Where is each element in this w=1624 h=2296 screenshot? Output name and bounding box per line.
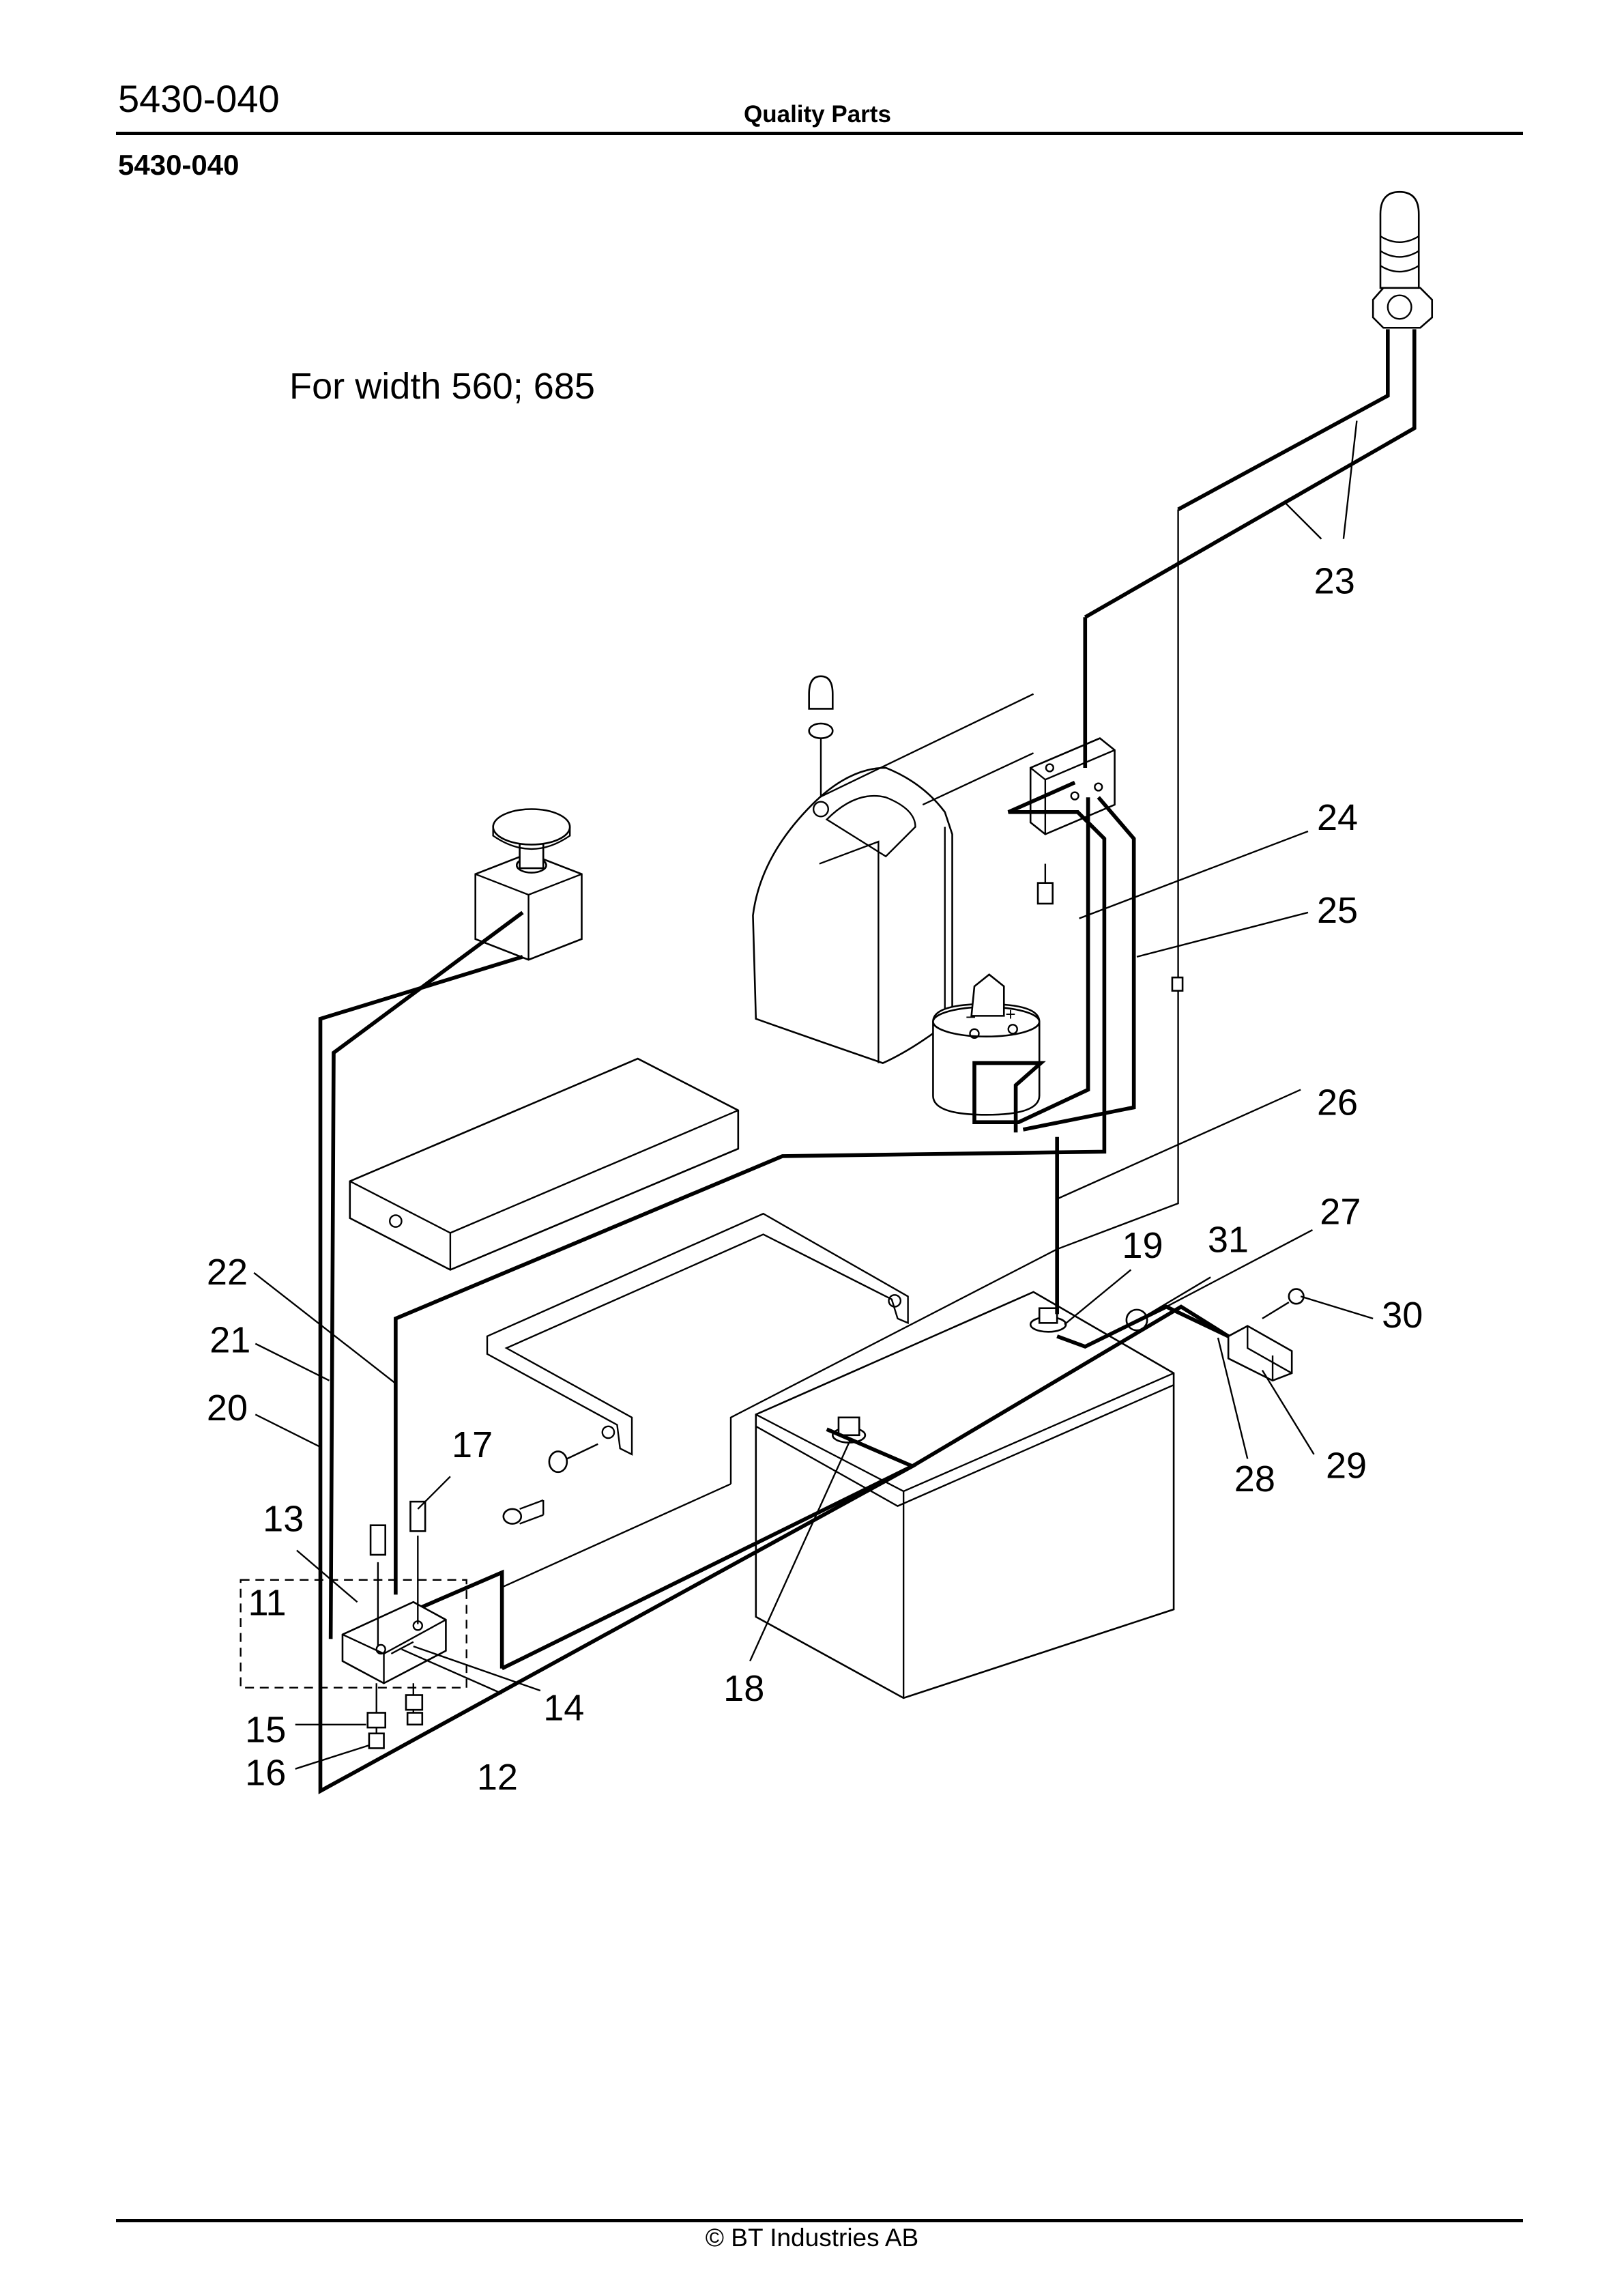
width-note: For width 560; 685 bbox=[289, 366, 595, 407]
callout-23: 23 bbox=[1314, 561, 1355, 602]
page-header-title: Quality Parts bbox=[744, 101, 891, 128]
callout-27: 27 bbox=[1320, 1191, 1361, 1232]
cable-24 bbox=[972, 797, 1090, 1133]
callout-17: 17 bbox=[452, 1424, 493, 1465]
terminal-minus-sign: − bbox=[966, 1007, 976, 1027]
callout-21: 21 bbox=[209, 1320, 250, 1361]
emergency-switch bbox=[474, 808, 583, 961]
copyright-footer: © BT Industries AB bbox=[705, 2224, 919, 2252]
cover-plate bbox=[349, 1057, 740, 1271]
callout-31: 31 bbox=[1208, 1220, 1249, 1261]
cable-23 bbox=[1083, 329, 1390, 768]
pump-motor: − + bbox=[932, 973, 1041, 1116]
footer-rule bbox=[116, 2219, 1523, 2222]
contactor bbox=[1029, 737, 1116, 905]
callout-13: 13 bbox=[263, 1498, 304, 1539]
cable-26 bbox=[1056, 986, 1179, 1250]
callout-labels: 11 12 13 14 15 16 17 18 19 20 21 22 23 2… bbox=[207, 561, 1423, 1798]
cable-23-pair bbox=[1084, 329, 1417, 619]
page-part-number: 5430-040 bbox=[118, 77, 280, 120]
fuse-box bbox=[240, 1500, 467, 1749]
cable-20 bbox=[318, 955, 917, 1794]
section-code: 5430-040 bbox=[118, 149, 240, 181]
cable-28 bbox=[1056, 1304, 1230, 1349]
callout-26: 26 bbox=[1317, 1082, 1358, 1123]
callout-14: 14 bbox=[543, 1687, 584, 1728]
header-rule bbox=[116, 132, 1523, 135]
callout-19: 19 bbox=[1122, 1225, 1163, 1266]
callout-25: 25 bbox=[1317, 890, 1358, 931]
cable-21 bbox=[328, 910, 524, 1639]
cable-27 bbox=[416, 1304, 1230, 1671]
callout-15: 15 bbox=[245, 1710, 286, 1751]
callout-24: 24 bbox=[1317, 797, 1358, 838]
callout-30: 30 bbox=[1382, 1295, 1423, 1336]
bracket bbox=[486, 1212, 909, 1456]
callout-16: 16 bbox=[245, 1752, 286, 1793]
cable-thin-ground bbox=[502, 1248, 1058, 1588]
beacon-lamp bbox=[1372, 190, 1434, 329]
battery bbox=[755, 1291, 1175, 1699]
callout-28: 28 bbox=[1234, 1459, 1275, 1499]
callout-11: 11 bbox=[248, 1583, 286, 1624]
callout-12: 12 bbox=[477, 1757, 518, 1798]
callout-18: 18 bbox=[723, 1668, 764, 1709]
motor-cover bbox=[752, 675, 1034, 1065]
callout-20: 20 bbox=[207, 1388, 248, 1429]
leader-lines bbox=[253, 420, 1374, 1770]
cable-25 bbox=[1022, 796, 1136, 1132]
callout-22: 22 bbox=[207, 1252, 248, 1293]
cable-connector bbox=[1171, 976, 1184, 992]
cable-22 bbox=[394, 781, 1107, 1595]
callout-29: 29 bbox=[1326, 1446, 1367, 1487]
bracket-bolt bbox=[502, 1443, 598, 1525]
terminal-plus-sign: + bbox=[1005, 1004, 1015, 1024]
